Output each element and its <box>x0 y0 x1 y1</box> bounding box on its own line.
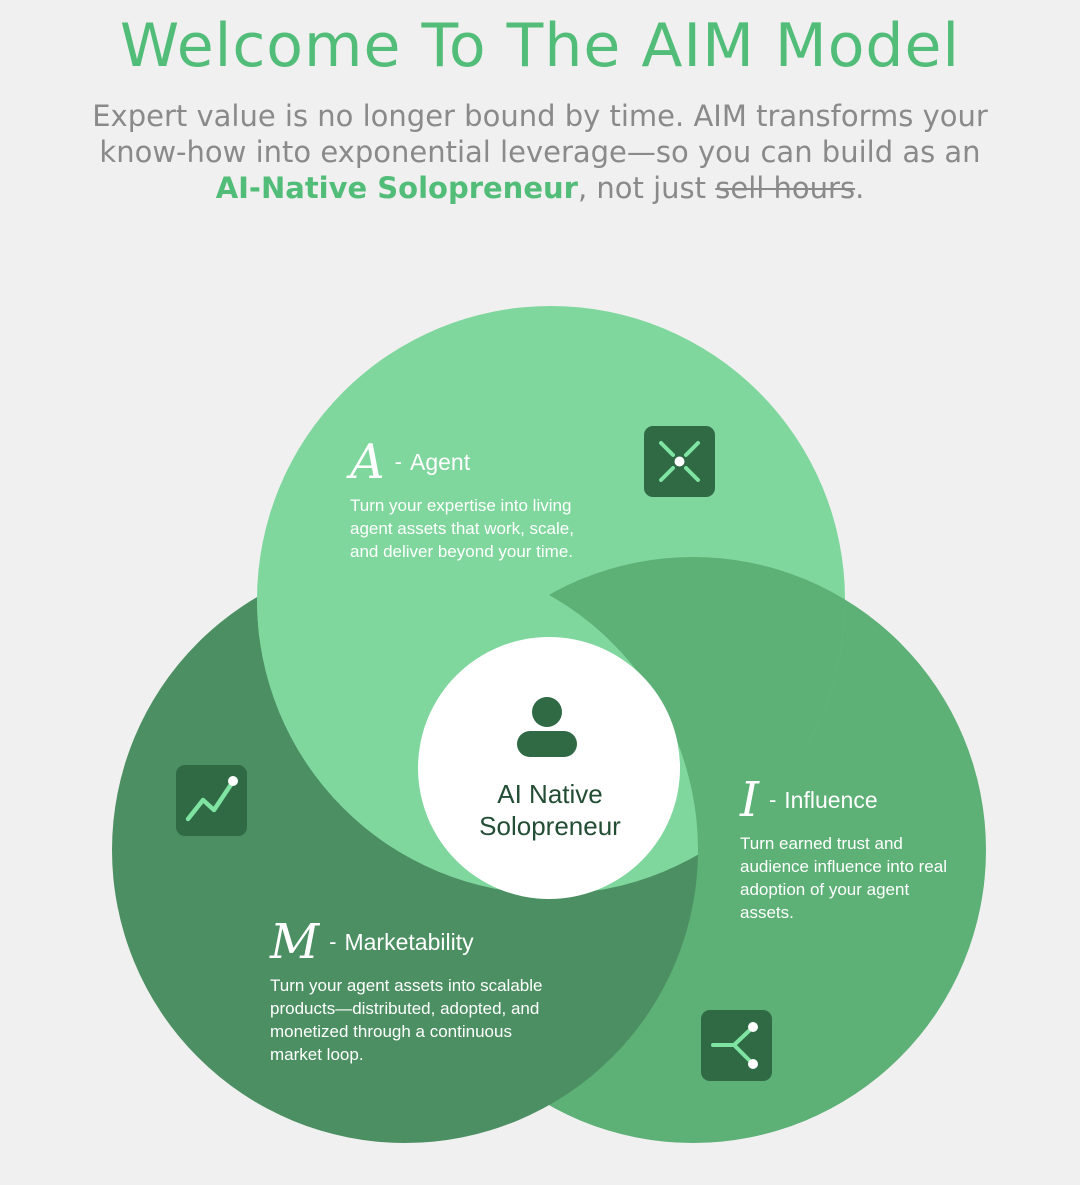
marketability-dash: - <box>329 929 337 954</box>
subtitle-end: . <box>855 171 865 205</box>
marketability-icon-box <box>176 765 247 836</box>
marketability-block: M - Marketability Turn your agent assets… <box>270 918 560 1066</box>
agent-marketability-overlap <box>257 557 698 894</box>
agent-heading: A - Agent <box>350 438 580 486</box>
influence-block: I - Influence Turn earned trust and audi… <box>740 776 950 924</box>
cross-nodes-icon <box>659 441 700 482</box>
subtitle-text-2: , not just <box>577 171 716 205</box>
agent-description: Turn your expertise into living agent as… <box>350 496 574 561</box>
marketability-letter: M <box>270 914 320 970</box>
marketability-heading: M - Marketability <box>270 918 560 966</box>
influence-dash: - <box>768 787 777 812</box>
agent-dash: - <box>394 449 402 474</box>
page-title: Welcome To The AIM Model <box>119 11 961 81</box>
trend-up-icon <box>185 776 238 822</box>
subtitle-accent: AI-Native Solopreneur <box>215 171 578 205</box>
subtitle-text: Expert value is no longer bound by time.… <box>92 99 988 169</box>
marketability-description: Turn your agent assets into scalable pro… <box>270 976 543 1064</box>
agent-label: Agent <box>410 448 471 475</box>
agent-letter: A <box>350 434 385 490</box>
center-circle <box>418 637 680 899</box>
page-subtitle: Expert value is no longer bound by time.… <box>90 98 990 206</box>
agent-block: A - Agent Turn your expertise into livin… <box>350 438 580 563</box>
influence-label: Influence <box>784 786 878 813</box>
agent-icon-box <box>644 426 715 497</box>
center-label: AI Native Solopreneur <box>479 779 621 841</box>
marketability-label: Marketability <box>344 928 474 955</box>
subtitle-struck: sell hours <box>715 171 856 205</box>
influence-description: Turn earned trust and audience influence… <box>740 834 947 922</box>
branch-icon <box>711 1022 758 1069</box>
influence-letter: I <box>740 772 759 828</box>
influence-icon-box <box>701 1010 772 1081</box>
person-icon <box>517 697 577 757</box>
influence-heading: I - Influence <box>740 776 950 824</box>
